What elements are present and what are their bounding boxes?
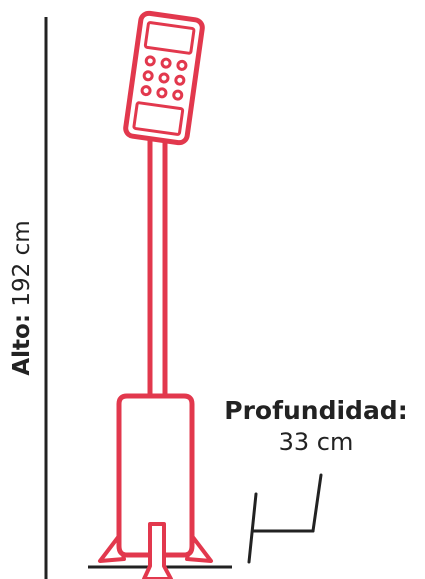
depth-label: Profundidad: 33 cm xyxy=(210,396,422,458)
terminal-screen xyxy=(143,21,196,55)
height-label-title: Alto: xyxy=(9,313,35,376)
card-slot xyxy=(132,101,185,136)
terminal-body xyxy=(123,10,205,146)
depth-value: 33 cm xyxy=(278,428,354,456)
depth-label-title: Profundidad: xyxy=(224,396,408,425)
height-value: 192 cm xyxy=(9,220,35,307)
pole xyxy=(147,135,168,407)
base-connector xyxy=(142,522,173,579)
terminal-head xyxy=(123,10,205,146)
base-housing xyxy=(116,393,195,558)
keypad xyxy=(140,55,188,101)
depth-dimension-marker xyxy=(247,473,323,564)
kiosk-stand xyxy=(98,10,213,579)
